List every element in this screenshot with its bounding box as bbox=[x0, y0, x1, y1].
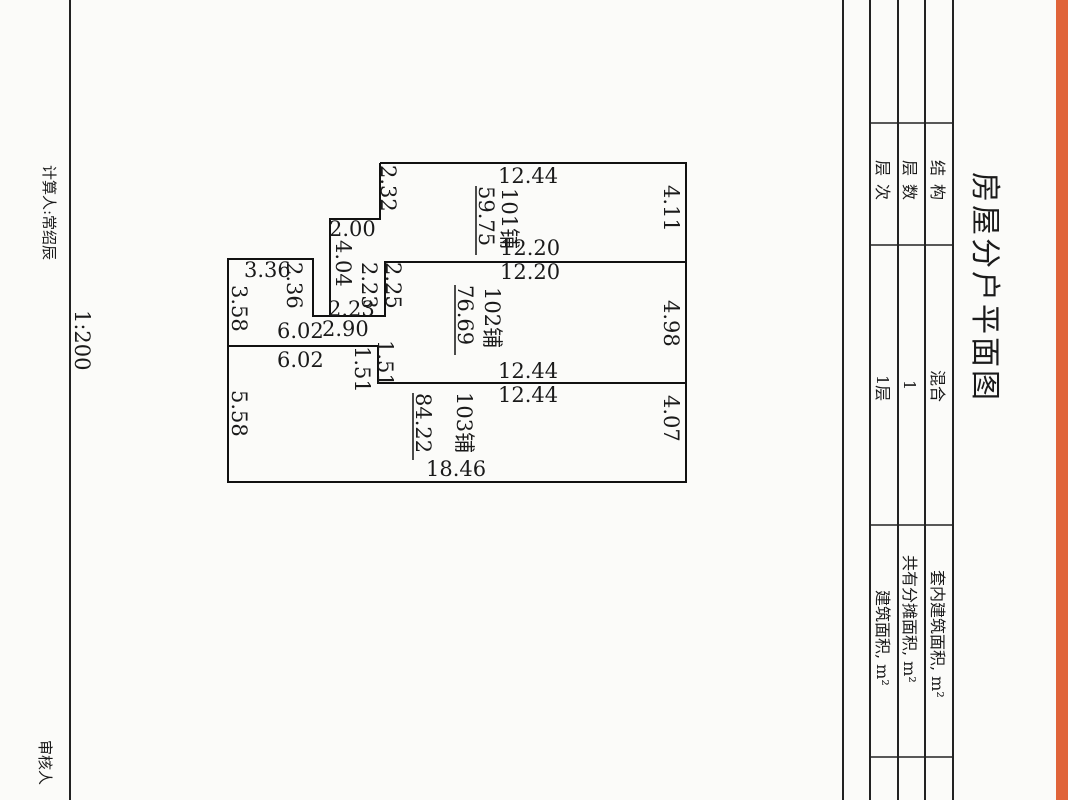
unit-102-area: 76.69 bbox=[453, 285, 477, 345]
dim-6-02b: 6.02 bbox=[277, 348, 324, 372]
building-outline bbox=[227, 162, 687, 483]
dim-2-90: 2.90 bbox=[322, 317, 369, 341]
dim-2-00: 2.00 bbox=[329, 217, 376, 241]
dim-103-bottom: 18.46 bbox=[426, 457, 486, 481]
unit-103-area: 84.22 bbox=[411, 393, 435, 453]
dim-102-bottom: 12.44 bbox=[498, 359, 558, 383]
dim-2-23a: 2.23 bbox=[357, 262, 381, 309]
floor-level-value: 1层 bbox=[873, 375, 892, 401]
area-underlines bbox=[412, 186, 477, 460]
unit-101-name: 101铺 bbox=[497, 188, 521, 249]
calculator-label: 计算人:常绍辰 bbox=[40, 165, 58, 260]
dim-103-side: 4.07 bbox=[659, 395, 683, 442]
unit-102-name: 102铺 bbox=[480, 287, 504, 348]
dim-3-36: 3.36 bbox=[244, 258, 291, 282]
unit-101-area: 59.75 bbox=[474, 186, 498, 246]
dim-103-top: 12.44 bbox=[498, 383, 558, 407]
dim-1-51a: 1.51 bbox=[373, 340, 397, 387]
floor-level-label: 层次 bbox=[873, 160, 892, 208]
dim-1-51b: 1.51 bbox=[350, 346, 374, 393]
dim-4-04: 4.04 bbox=[331, 240, 355, 287]
dim-101-bottom: 12.20 bbox=[500, 236, 560, 260]
page-title: 房屋分户平面图 bbox=[967, 172, 1002, 403]
info-table-grid bbox=[842, 0, 954, 800]
unit-103-name: 103铺 bbox=[452, 392, 476, 453]
inner-area-label: 套内建筑面积, m² bbox=[928, 570, 947, 698]
dim-6-02a: 6.02 bbox=[277, 319, 324, 343]
dim-102-top: 12.20 bbox=[500, 260, 560, 284]
unit-dividers bbox=[228, 261, 686, 384]
desk-edge bbox=[1056, 0, 1068, 800]
dim-102-side: 4.98 bbox=[659, 300, 683, 347]
dim-2-36: 2.36 bbox=[282, 262, 306, 309]
floors-value: 1 bbox=[900, 380, 919, 390]
structure-value: 混合 bbox=[928, 370, 947, 402]
dim-5-58: 5.58 bbox=[227, 390, 251, 437]
dim-101-side: 4.11 bbox=[659, 185, 683, 232]
reviewer-label: 审核人 bbox=[36, 740, 54, 785]
dim-2-25: 2.25 bbox=[381, 262, 405, 309]
shared-area-label: 共有分摊面积, m² bbox=[900, 555, 919, 683]
scale-label: 1:200 bbox=[70, 310, 94, 371]
building-area-label: 建筑面积, m² bbox=[873, 590, 892, 686]
floors-label: 层数 bbox=[900, 160, 919, 208]
structure-label: 结构 bbox=[928, 160, 947, 208]
dim-101-top: 12.44 bbox=[498, 164, 558, 188]
dim-2-32: 2.32 bbox=[376, 165, 400, 212]
dim-2-23b: 2.23 bbox=[328, 297, 375, 321]
dim-3-58: 3.58 bbox=[227, 285, 251, 332]
